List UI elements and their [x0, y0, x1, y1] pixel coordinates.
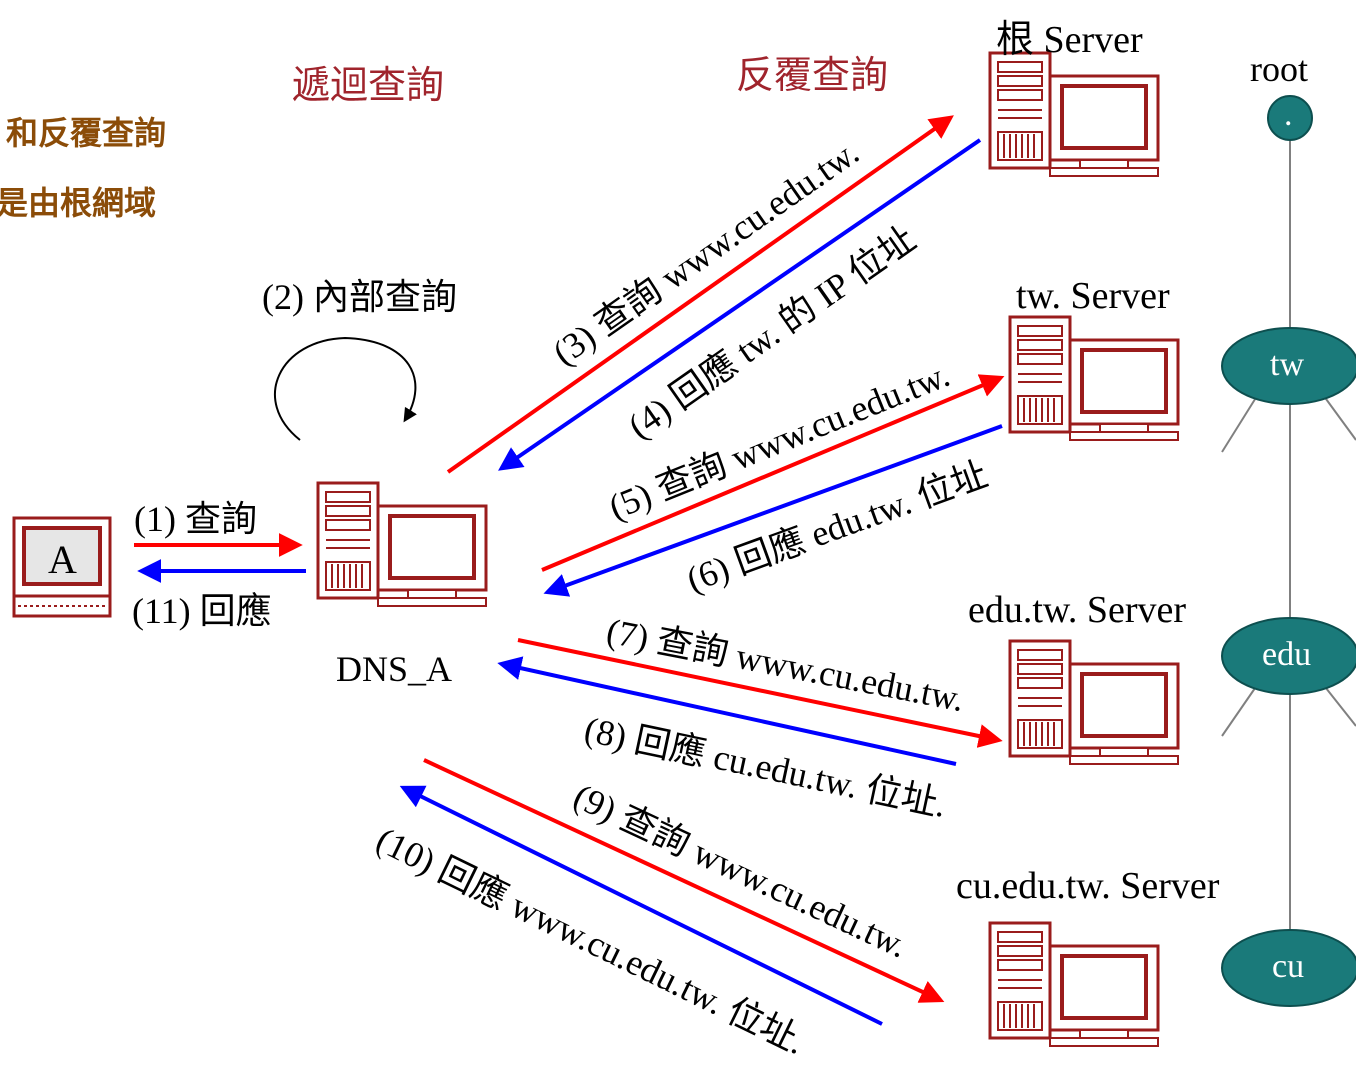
side-text-line2: 是由根網域: [0, 184, 157, 222]
tree-cu-label: cu: [1272, 948, 1305, 985]
tree-node-tw: [1221, 327, 1356, 405]
root-server-computer: [988, 51, 1160, 178]
tree-node-cu: [1221, 929, 1356, 1007]
edu-server-label: edu.tw. Server: [968, 589, 1187, 631]
step11-label: (11) 回應: [132, 591, 272, 631]
recursive-query-heading: 遞迴查詢: [292, 63, 445, 107]
iterative-query-heading: 反覆查詢: [736, 53, 889, 97]
internal-query-arrow: [274, 336, 417, 441]
dns-a-label: DNS_A: [336, 649, 453, 689]
step6-arrow: [543, 424, 1003, 597]
step9-arrow: [423, 758, 945, 1003]
cu-server-label: cu.edu.tw. Server: [956, 865, 1220, 907]
root-server-label: 根 Server: [996, 19, 1143, 61]
edu-server-computer: [1008, 639, 1180, 766]
step7-arrow: [517, 638, 1003, 748]
tree-tw-label: tw: [1270, 346, 1304, 383]
dns-a-computer: [316, 481, 488, 608]
tree-node-edu: [1221, 617, 1356, 695]
tree-node-root: [1267, 95, 1313, 141]
step2-label: (2) 內部查詢: [262, 277, 457, 317]
step8-arrow: [497, 656, 957, 766]
tree-root-label: root: [1250, 49, 1308, 89]
step5-arrow: [541, 374, 1005, 572]
step4-arrow: [498, 138, 982, 471]
step1-label: (1) 查詢: [134, 499, 257, 539]
tw-server-computer: [1008, 315, 1180, 442]
cu-server-computer: [988, 921, 1160, 1048]
step10-arrow: [399, 785, 883, 1026]
client-a-computer: [12, 516, 112, 618]
side-text-line1: 和反覆查詢: [6, 114, 167, 152]
tree-dot-label: .: [1284, 96, 1293, 133]
tree-edu-label: edu: [1262, 636, 1312, 673]
step3-arrow: [446, 115, 954, 474]
client-a-label: A: [48, 537, 77, 582]
domain-tree: [1221, 95, 1356, 1007]
tw-server-label: tw. Server: [1016, 275, 1170, 317]
